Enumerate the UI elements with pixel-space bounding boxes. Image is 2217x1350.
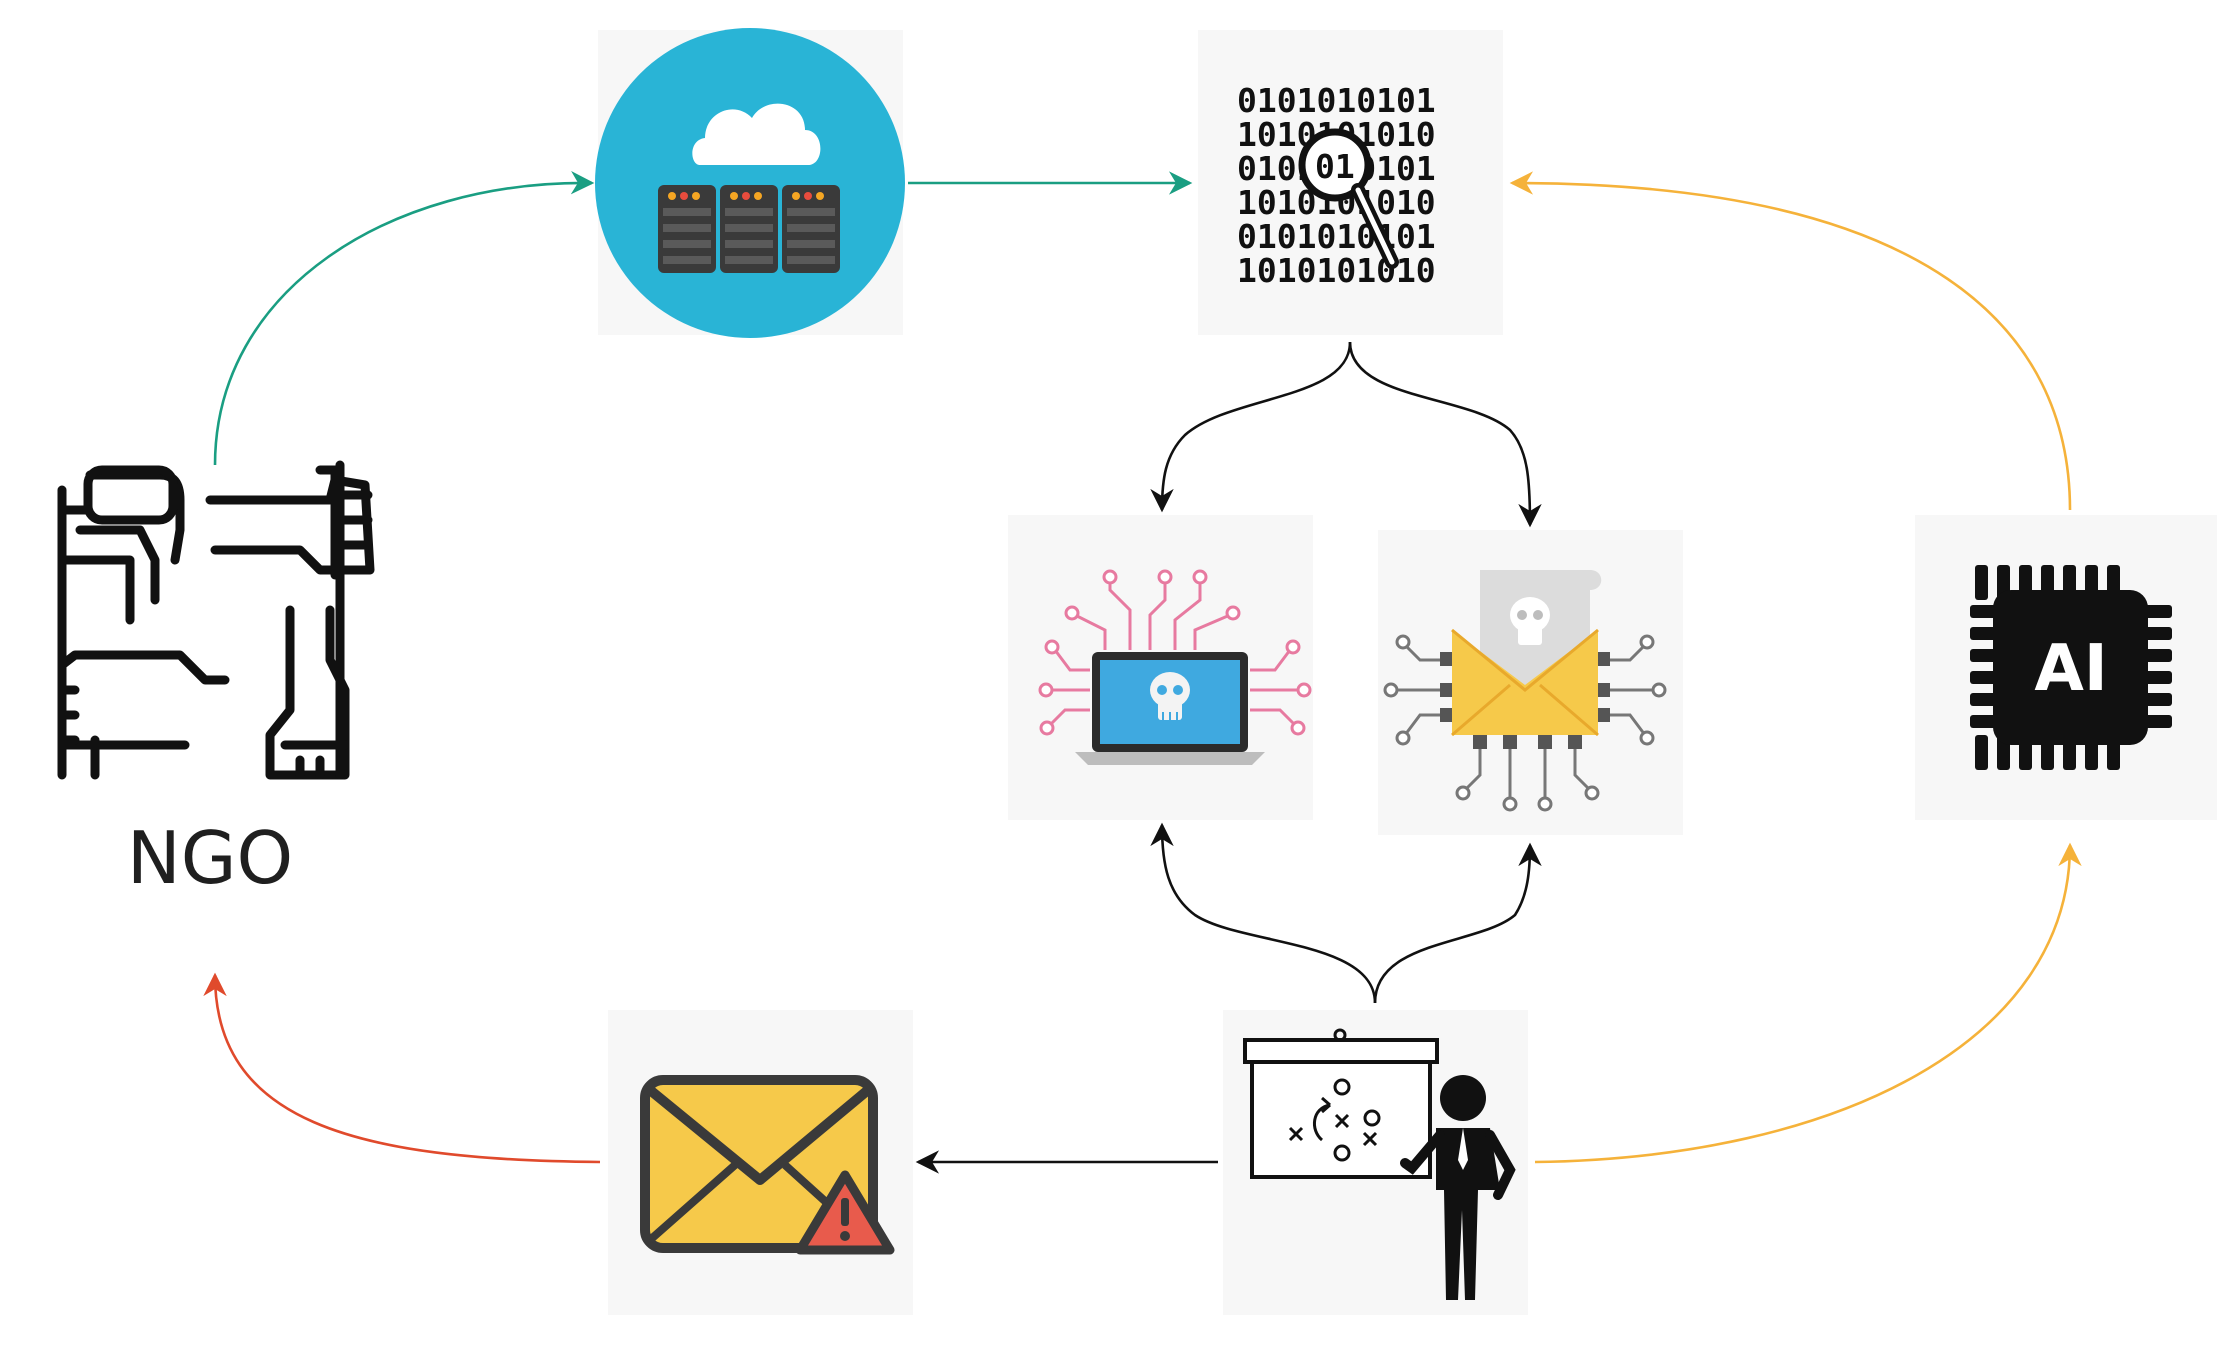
arrow-email-to-ngo: [203, 972, 601, 1164]
skull-icon: [1510, 597, 1550, 645]
malware-email-chip-icon: [1383, 570, 1667, 812]
strategy-presenter-icon: [1243, 1028, 1516, 1300]
cloud-server-icon: [595, 28, 905, 338]
arrow-presenter-to-laptop: [1150, 822, 1377, 1004]
arrow-ai-to-binary: [1509, 171, 2072, 511]
malware-laptop-icon: [1038, 569, 1312, 765]
binary-row-1: 0101010101: [1237, 81, 1436, 120]
arrow-binary-to-laptop: [1150, 341, 1352, 513]
arrow-binary-to-email-chip: [1348, 341, 1542, 528]
handshake-icon: [57, 460, 375, 780]
ai-chip-icon: AI: [1970, 565, 2172, 770]
email-warning-icon: [640, 1075, 895, 1255]
flow-arrows: [203, 171, 2082, 1174]
arrow-presenter-to-ai: [1534, 842, 2082, 1164]
ai-label: AI: [2034, 632, 2107, 706]
svg-text:01: 01: [1315, 147, 1355, 186]
binary-row-6: 1010101010: [1237, 251, 1436, 290]
binary-row-5: 0101010101: [1237, 217, 1436, 256]
arrow-ngo-to-cloud: [213, 171, 595, 466]
magnifier-icon: 01: [1298, 128, 1399, 269]
arrow-presenter-to-email-chip: [1373, 842, 1542, 1004]
ngo-label: NGO: [127, 816, 293, 900]
binary-search-icon: 0101010101 1010101010 0101010101 1010101…: [1237, 81, 1436, 290]
